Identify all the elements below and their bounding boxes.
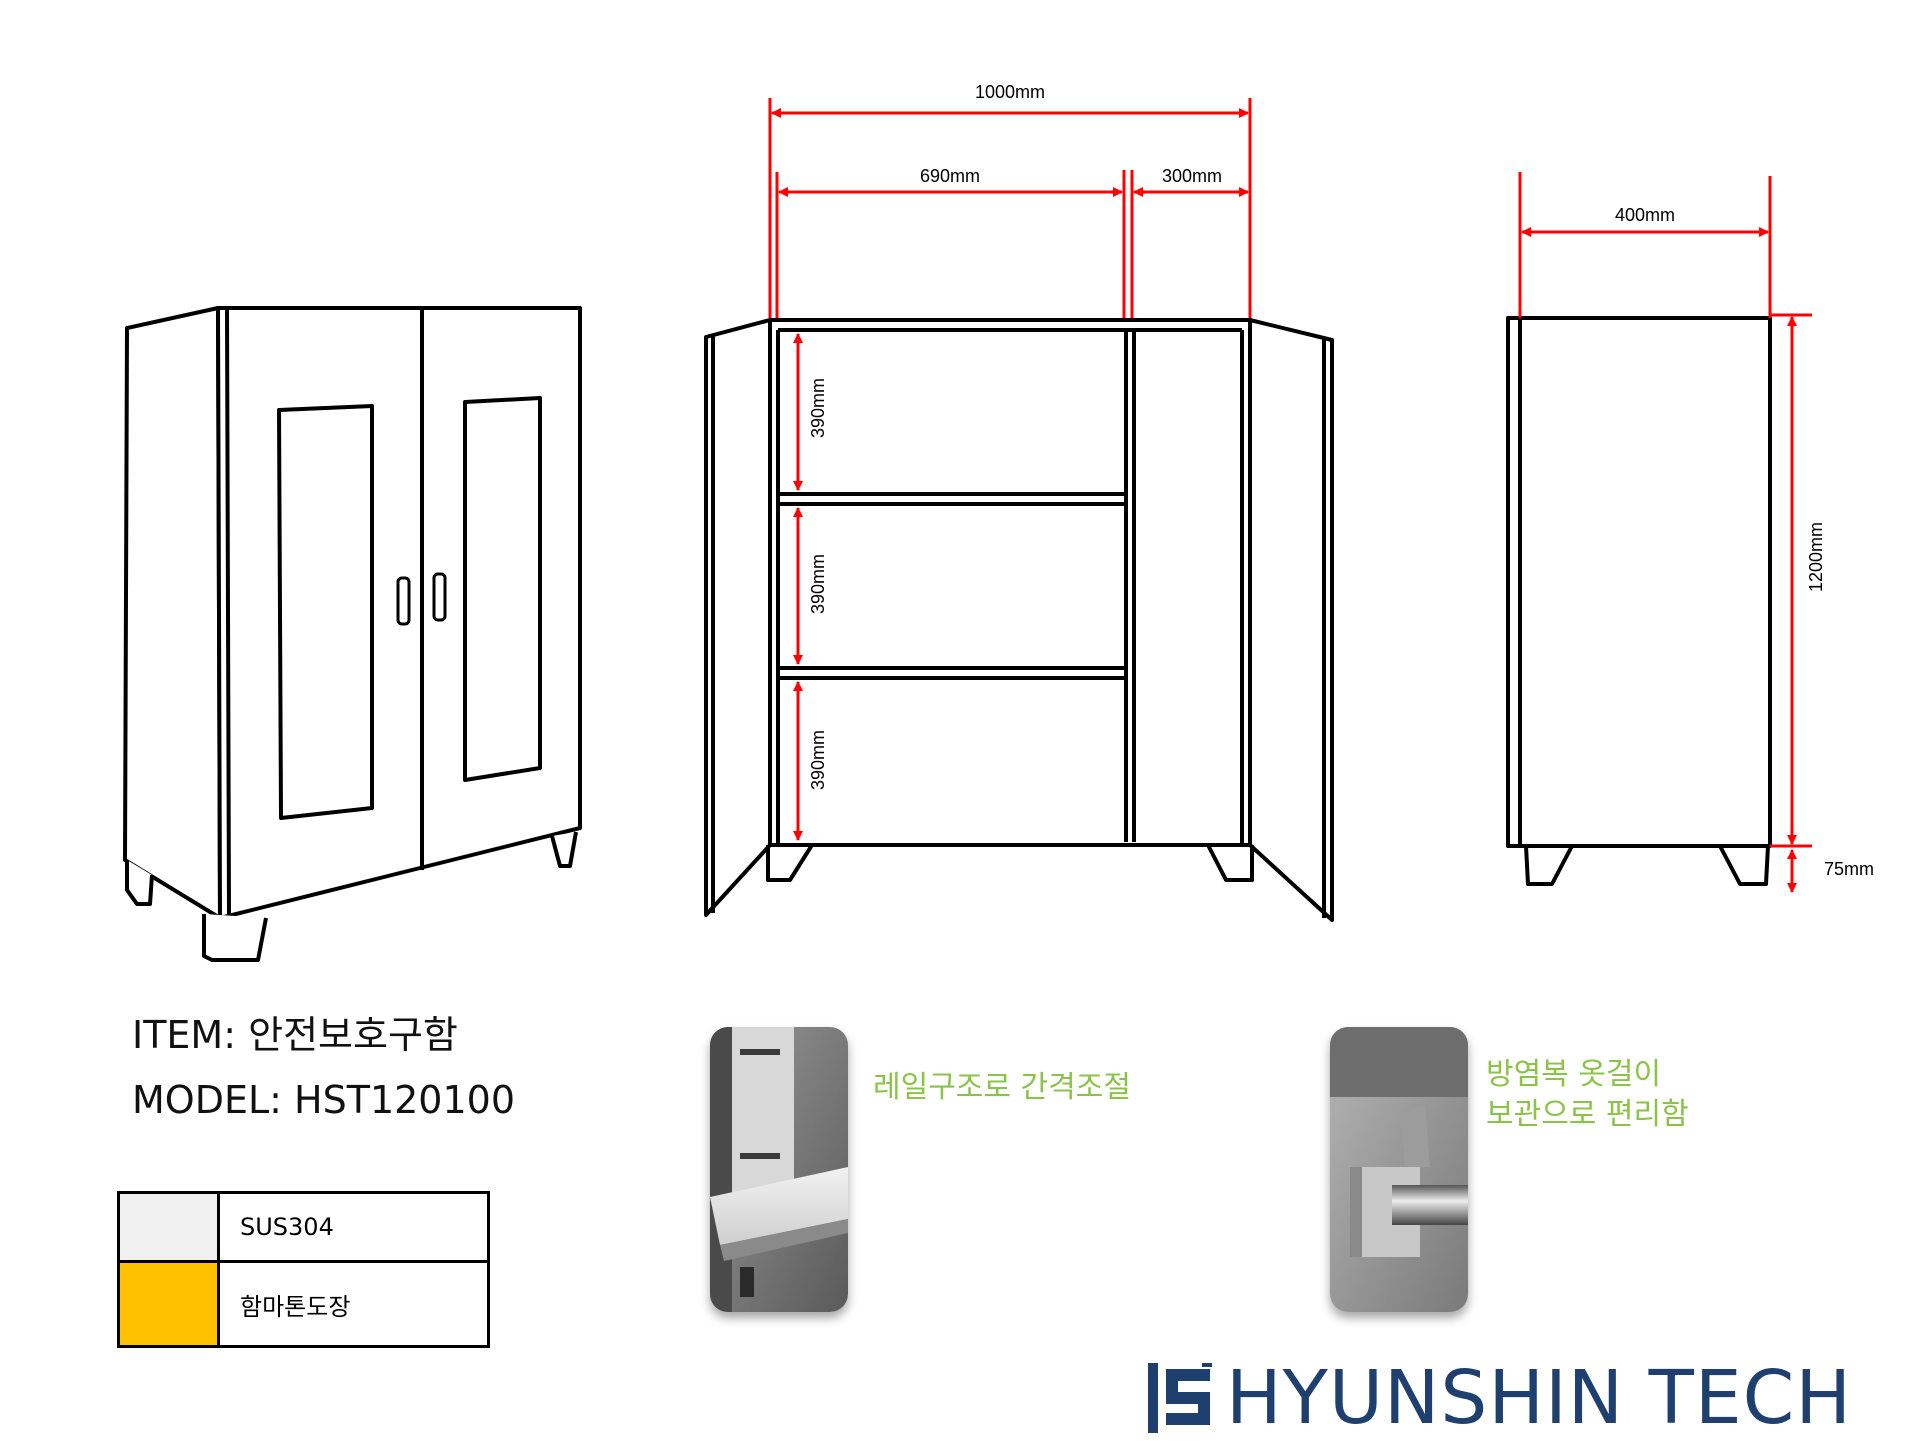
material-table: SUS304 함마톤도장 xyxy=(117,1190,490,1348)
open-left-door xyxy=(704,318,772,917)
cabinet-side-view xyxy=(1506,316,1772,886)
item-line: ITEM: 안전보호구함 xyxy=(132,1004,458,1059)
rail-feature-text: 레일구조로 간격조절 xyxy=(873,1068,1131,1108)
dim-label-400: 400mm xyxy=(1615,205,1675,225)
material-swatch-sus304 xyxy=(117,1190,220,1264)
open-right-leg xyxy=(1206,844,1254,882)
brand-block: HYUNSHIN TECH xyxy=(1148,1358,1852,1438)
dim-label-75: 75mm xyxy=(1824,859,1874,879)
item-name: 안전보호구함 xyxy=(248,1013,458,1057)
rail-structure-photo xyxy=(710,1027,848,1312)
rail-feature-label: 레일구조로 간격조절 xyxy=(873,1070,1131,1105)
open-left-leg xyxy=(766,843,814,882)
material-row: 함마톤도장 xyxy=(117,1260,490,1348)
dim-label-shelf-2: 390mm xyxy=(808,554,828,614)
cabinet-body-outline xyxy=(768,318,1252,847)
hanger-feature-line-2: 보관으로 편리함 xyxy=(1486,1097,1689,1132)
rail-photo-graphic xyxy=(710,1027,848,1312)
model-code: HST120100 xyxy=(294,1078,516,1122)
model-label: MODEL: xyxy=(132,1078,282,1122)
dim-label-300: 300mm xyxy=(1162,166,1222,186)
brand-logo-icon xyxy=(1148,1363,1212,1433)
dimension-labels: 1000mm 690mm 300mm 400mm 1200mm 75mm 390… xyxy=(808,82,1874,879)
hanger-feature-text: 방염복 옷걸이 보관으로 편리함 xyxy=(1486,1055,1689,1135)
open-right-door xyxy=(1248,318,1334,922)
dim-label-1200: 1200mm xyxy=(1806,522,1826,592)
brand-name: HYUNSHIN TECH xyxy=(1226,1355,1852,1441)
material-row: SUS304 xyxy=(117,1190,490,1264)
hanger-feature-line-1: 방염복 옷걸이 xyxy=(1486,1057,1662,1092)
cabinet-front-edge xyxy=(225,309,231,915)
material-swatch-hammertone xyxy=(117,1260,220,1348)
material-name: SUS304 xyxy=(217,1190,490,1264)
right-door-window xyxy=(463,396,542,782)
hanger-photo-graphic xyxy=(1330,1027,1468,1312)
dimension-lines xyxy=(768,98,1812,893)
dim-label-shelf-3: 390mm xyxy=(808,730,828,790)
front-leg xyxy=(202,914,268,962)
item-label: ITEM: xyxy=(132,1013,237,1057)
left-rear-leg xyxy=(125,860,154,906)
side-left-leg xyxy=(1524,845,1574,886)
cabinet-side-panel xyxy=(123,306,222,920)
side-right-leg xyxy=(1718,845,1770,886)
dim-label-1000: 1000mm xyxy=(975,82,1045,102)
left-door-window xyxy=(277,404,374,820)
left-door-handle xyxy=(396,576,411,626)
model-line: MODEL: HST120100 xyxy=(132,1078,515,1122)
dim-label-690: 690mm xyxy=(920,166,980,186)
cabinet-perspective-view xyxy=(123,306,582,962)
hanger-rod-photo xyxy=(1330,1027,1468,1312)
right-door-handle xyxy=(432,572,447,622)
right-rear-leg xyxy=(550,831,578,868)
material-name: 함마톤도장 xyxy=(217,1260,490,1348)
side-body-outline xyxy=(1506,316,1772,848)
cabinet-open-front-view xyxy=(704,318,1334,922)
dim-label-shelf-1: 390mm xyxy=(808,378,828,438)
